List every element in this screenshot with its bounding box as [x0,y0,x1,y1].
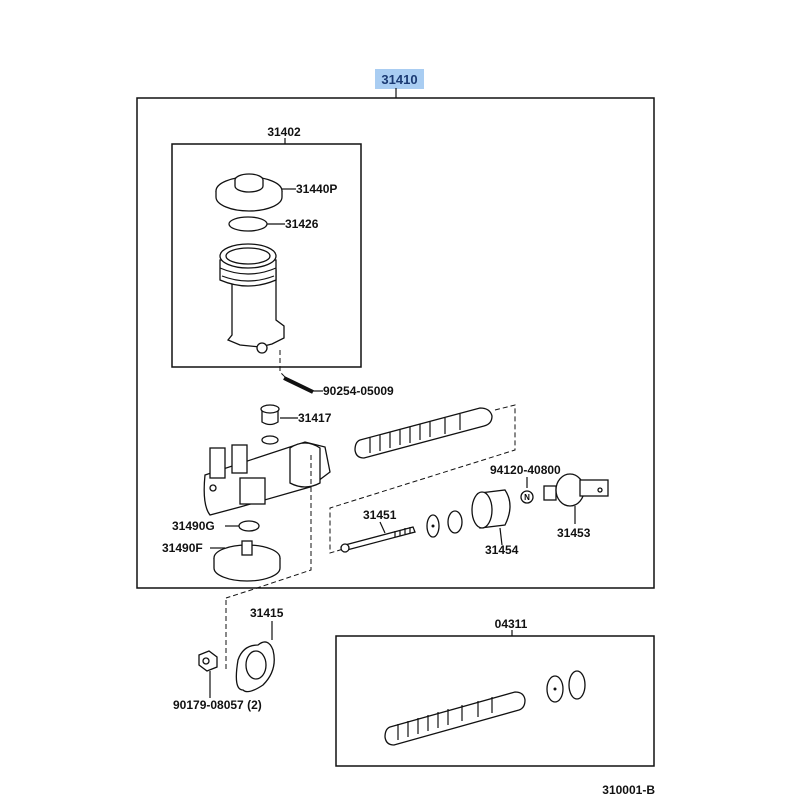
plug-drawing [213,540,281,582]
kit-frame [335,635,655,767]
nut-n-drawing [520,490,534,504]
reservoir-frame [171,143,362,368]
label-31417[interactable]: 31417 [298,411,332,425]
kit-washer-drawing [546,670,586,703]
label-04311[interactable]: 04311 [495,617,528,631]
label-31451[interactable]: 31451 [363,508,397,522]
reservoir-body-drawing [219,243,285,354]
nut-badge: N [524,493,530,502]
nut-drawing [198,650,218,672]
reservoir-cap-drawing [215,173,283,212]
label-94120-40800[interactable]: 94120-40800 [490,463,561,477]
label-31490F[interactable]: 31490F [162,541,203,555]
grommet-drawing [260,404,280,426]
reference-code: 310001-B [602,783,655,797]
washer-drawing [426,510,463,538]
pin-drawing [283,376,314,394]
clevis-drawing [543,473,609,507]
piston-spring-drawing [354,407,493,459]
cap-seal-drawing [228,216,268,232]
label-31440P[interactable]: 31440P [296,182,337,196]
boot-drawing [471,489,511,529]
label-31454[interactable]: 31454 [485,543,519,557]
label-90179-08057[interactable]: 90179-08057 (2) [173,698,262,712]
mount-gasket-drawing [235,641,275,693]
label-31490G[interactable]: 31490G [172,519,215,533]
label-31426[interactable]: 31426 [285,217,319,231]
gasket-drawing [238,520,260,532]
assembly-label-31410[interactable]: 31410 [375,69,424,89]
kit-piston-spring-drawing [384,691,526,746]
label-31402[interactable]: 31402 [267,125,301,139]
push-rod-drawing [340,526,416,553]
svg-text:31410[interactable]: 31410 [381,72,417,87]
assembly-frame [136,97,655,589]
label-highlight [375,69,424,89]
label-31415[interactable]: 31415 [250,606,284,620]
cylinder-body-drawing [203,435,331,516]
label-31453[interactable]: 31453 [557,526,591,540]
label-90254-05009[interactable]: 90254-05009 [323,384,394,398]
